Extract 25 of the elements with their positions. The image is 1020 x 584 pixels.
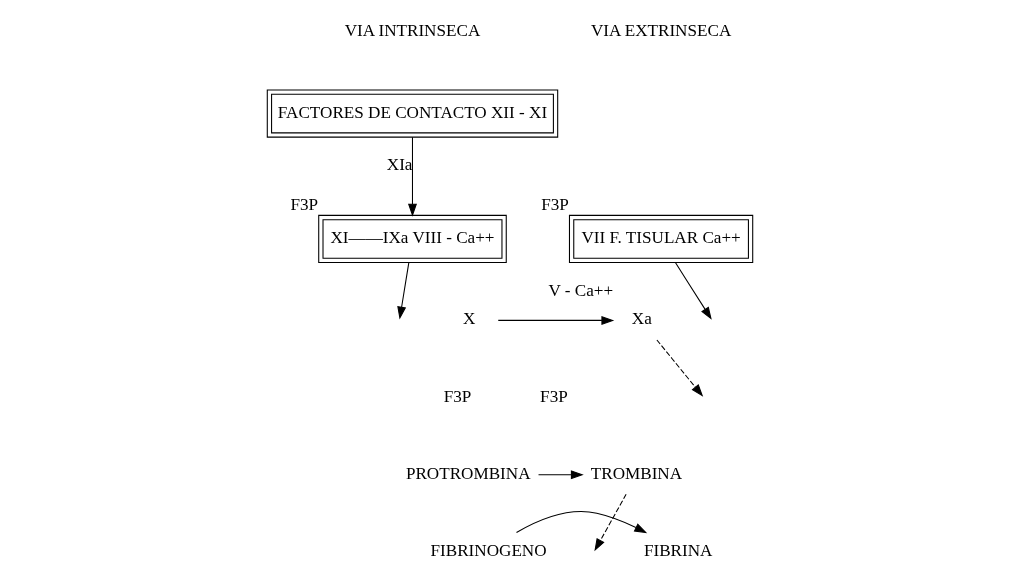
arrow xyxy=(538,470,584,480)
node-text: FIBRINOGENO xyxy=(430,540,547,560)
node-label: F3P xyxy=(541,194,569,214)
node-box: XI——IXa VIII - Ca++ xyxy=(318,214,507,264)
label: VIA INTRINSECA xyxy=(344,21,481,41)
node-label: V - Ca++ xyxy=(548,280,614,300)
arrow xyxy=(497,315,615,325)
label: F3P xyxy=(540,386,568,406)
edge-label: XIa xyxy=(386,155,413,175)
arrow xyxy=(674,262,712,320)
node-text: X xyxy=(463,309,476,329)
label: VIA EXTRINSECA xyxy=(590,21,732,41)
node-text: Xa xyxy=(631,309,652,329)
arrow xyxy=(515,511,648,534)
node-text: PROTROMBINA xyxy=(405,463,531,483)
label: F3P xyxy=(443,386,472,406)
arrow xyxy=(594,493,627,552)
node-text: FIBRINA xyxy=(643,540,713,560)
arrow xyxy=(397,262,410,320)
arrow xyxy=(408,136,417,217)
arrow xyxy=(656,339,704,397)
node-box: FACTORES DE CONTACTO XII - XI xyxy=(266,89,559,138)
node-box: VII F. TISULAR Ca++ xyxy=(568,214,754,264)
node-label: F3P xyxy=(290,194,319,214)
node-text: TROMBINA xyxy=(590,463,683,483)
